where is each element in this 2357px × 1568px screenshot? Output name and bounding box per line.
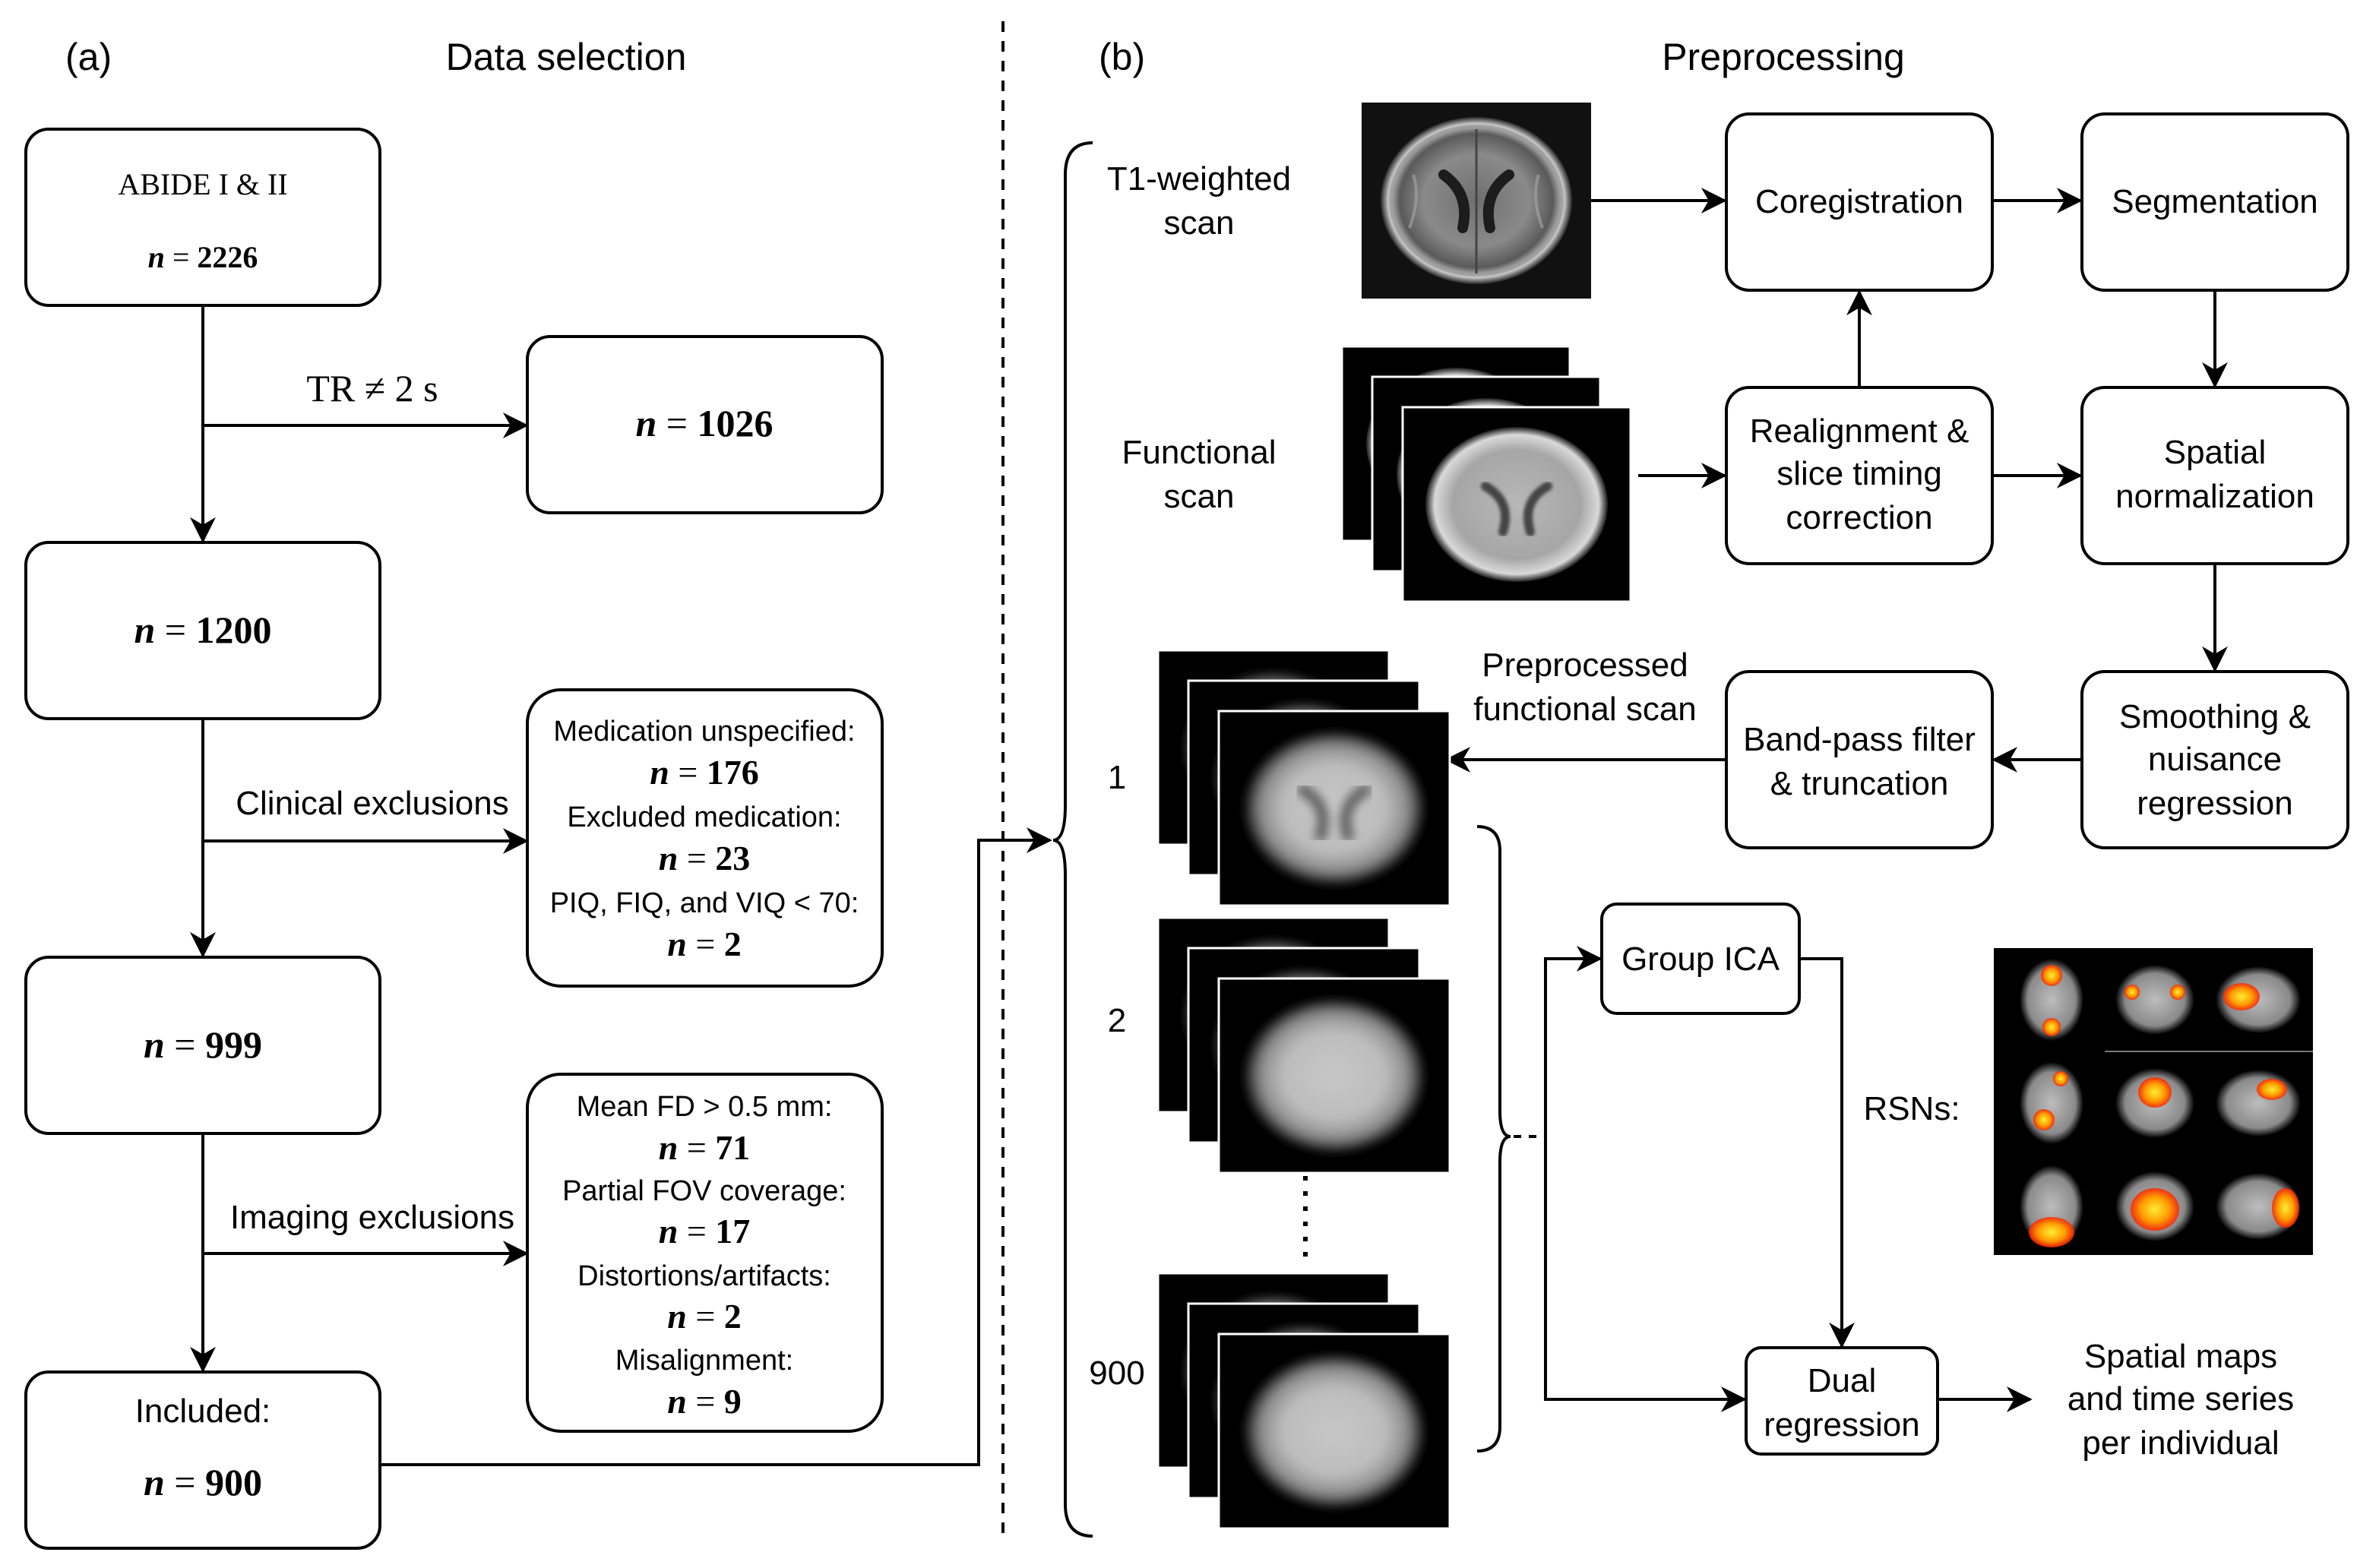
input-brace bbox=[1052, 141, 1093, 1538]
tr-excluded-count: n = 1026 bbox=[635, 402, 773, 444]
tr-exclusion-label: TR ≠ 2 s bbox=[306, 367, 438, 409]
smoothing-label-line: regression bbox=[2137, 785, 2292, 822]
panel-b-title: Preprocessing bbox=[1662, 36, 1905, 78]
dual-regression-label-line: Dual bbox=[1808, 1362, 1877, 1399]
bandpass-box bbox=[1725, 670, 1994, 849]
brain-activation-maps bbox=[1994, 948, 2313, 1255]
bandpass-label-line: Band-pass filter bbox=[1743, 721, 1976, 758]
preprocessed-label-line: functional scan bbox=[1473, 691, 1697, 728]
imaging-item-count: n = 71 bbox=[659, 1128, 751, 1167]
segmentation-label: Segmentation bbox=[2112, 183, 2318, 220]
realignment-label-line: correction bbox=[1786, 499, 1932, 536]
clinical-item-text: Medication unspecified: bbox=[553, 716, 855, 748]
subject-label: 2 bbox=[1108, 1002, 1126, 1039]
imaging-item-text: Mean FD > 0.5 mm: bbox=[577, 1091, 833, 1123]
imaging-items: Mean FD > 0.5 mm: n = 71 Partial FOV cov… bbox=[562, 1091, 846, 1421]
clinical-excluded-box bbox=[526, 688, 884, 988]
functional-label-line: Functional bbox=[1122, 434, 1276, 471]
preprocessed-label-line: Preprocessed bbox=[1482, 646, 1688, 684]
clinical-item-text: PIQ, FIQ, and VIQ < 70: bbox=[550, 887, 859, 919]
imaging-item-count: n = 9 bbox=[667, 1382, 742, 1421]
imaging-exclusions-label: Imaging exclusions bbox=[230, 1199, 514, 1236]
subject-label: 1 bbox=[1108, 759, 1126, 796]
output-label-line: per individual bbox=[2082, 1424, 2279, 1462]
subject-stack-1 bbox=[1156, 649, 1451, 907]
abide-title: ABIDE I & II bbox=[118, 167, 287, 201]
clinical-item-count: n = 2 bbox=[667, 925, 742, 963]
arrow-to-dual-regression bbox=[1544, 1136, 1747, 1412]
imaging-item-text: Partial FOV coverage: bbox=[562, 1175, 846, 1207]
t1-label-line: T1-weighted bbox=[1107, 160, 1291, 198]
imaging-item-count: n = 2 bbox=[667, 1297, 742, 1336]
clinical-item-count: n = 23 bbox=[659, 839, 751, 877]
coregistration-label: Coregistration bbox=[1755, 183, 1963, 220]
clinical-items: Medication unspecified: n = 176 Excluded… bbox=[550, 716, 859, 963]
realignment-label-line: Realignment & bbox=[1750, 413, 1969, 450]
clinical-exclusions-label: Clinical exclusions bbox=[236, 785, 508, 822]
imaging-item-text: Distortions/artifacts: bbox=[577, 1260, 831, 1292]
output-label-line: Spatial maps bbox=[2084, 1338, 2277, 1375]
brain-mri-fmri-stack bbox=[1340, 345, 1632, 603]
arrow-group-ica-to-dual bbox=[1799, 957, 1855, 1348]
rsns-label: RSNs: bbox=[1863, 1090, 1960, 1127]
abide-count: n = 2226 bbox=[148, 240, 258, 274]
clinical-item-count: n = 176 bbox=[650, 753, 759, 792]
smoothing-label-line: Smoothing & bbox=[2119, 698, 2311, 735]
tr-excluded-box bbox=[526, 335, 884, 514]
included-box bbox=[24, 1370, 381, 1550]
panel-b-label: (b) bbox=[1099, 36, 1145, 78]
t1-label-line: scan bbox=[1164, 204, 1235, 242]
subjects-brace bbox=[1476, 825, 1511, 1453]
included-count: n = 900 bbox=[144, 1461, 262, 1503]
blurred-brain-stack bbox=[1156, 649, 1451, 1530]
subject-label: 900 bbox=[1089, 1355, 1144, 1392]
realignment-label-line: slice timing bbox=[1776, 455, 1942, 492]
subject-stack-900 bbox=[1156, 1272, 1451, 1530]
output-label-line: and time series bbox=[2068, 1380, 2294, 1418]
clinical-item-text: Excluded medication: bbox=[567, 801, 841, 833]
normalization-label-line: Spatial bbox=[2164, 434, 2267, 471]
imaging-excluded-box bbox=[526, 1073, 884, 1433]
dual-regression-label-line: regression bbox=[1764, 1406, 1919, 1443]
smoothing-label-line: nuisance bbox=[2148, 741, 2282, 778]
abide-box bbox=[24, 128, 381, 307]
panel-a-label: (a) bbox=[65, 36, 112, 78]
brain-mri-t1-image bbox=[1362, 103, 1591, 299]
panel-a-title: Data selection bbox=[446, 36, 687, 78]
arrow-included-to-preprocessing bbox=[380, 827, 1052, 1466]
included-label: Included: bbox=[135, 1393, 271, 1430]
subject-stack-2 bbox=[1156, 916, 1451, 1174]
after-clinical-count: n = 999 bbox=[144, 1023, 262, 1066]
after-tr-count: n = 1200 bbox=[134, 609, 271, 651]
imaging-item-text: Misalignment: bbox=[615, 1345, 793, 1377]
group-ica-label: Group ICA bbox=[1621, 940, 1780, 978]
arrow-to-group-ica bbox=[1544, 946, 1602, 1136]
bandpass-label-line: & truncation bbox=[1770, 765, 1949, 802]
imaging-item-count: n = 17 bbox=[659, 1212, 751, 1250]
functional-label-line: scan bbox=[1164, 478, 1235, 515]
normalization-label-line: normalization bbox=[2115, 478, 2314, 515]
normalization-box bbox=[2080, 386, 2349, 565]
